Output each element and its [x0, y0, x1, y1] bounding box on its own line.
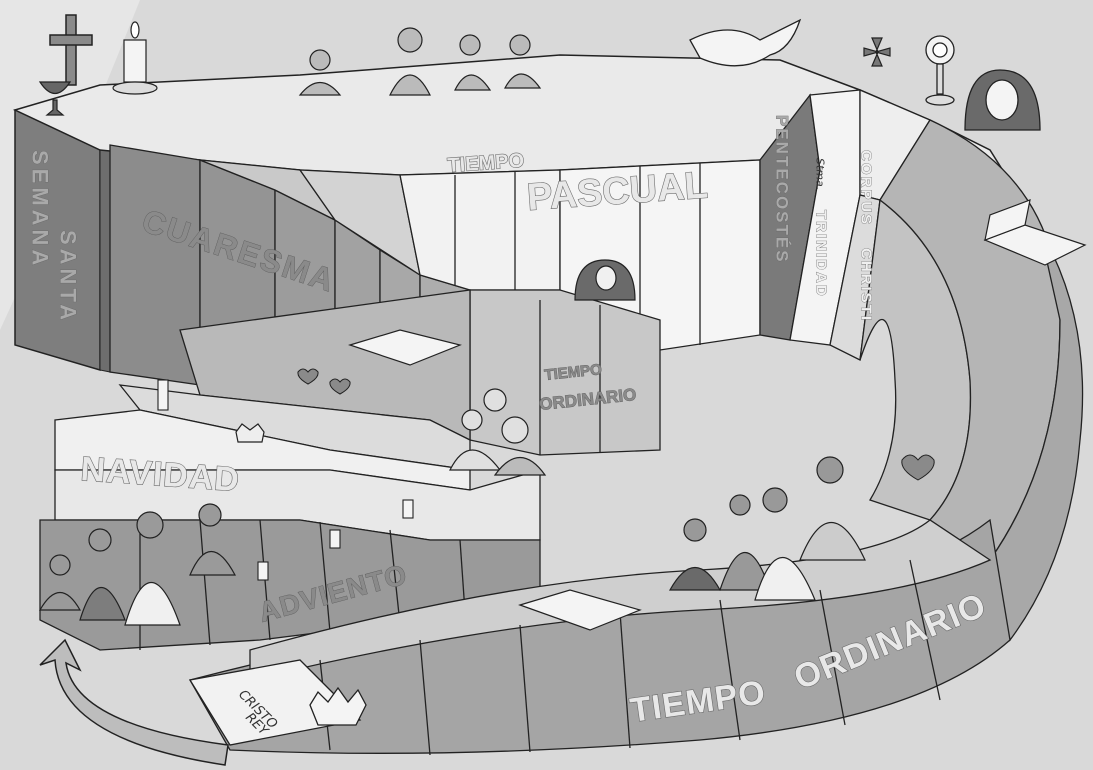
pentecostes-label: PENTECOSTÉS	[773, 115, 792, 264]
crown-icon	[310, 688, 366, 725]
svg-text:SEMANA: SEMANA	[28, 150, 53, 269]
svg-text:TRINIDAD: TRINIDAD	[813, 210, 830, 298]
monstrance-icon	[926, 36, 954, 105]
svg-text:CORPUS: CORPUS	[858, 150, 875, 226]
small-cross-icon	[864, 38, 890, 66]
svg-text:SANTA: SANTA	[56, 230, 81, 324]
cycle-arrow-icon	[40, 640, 228, 765]
svg-text:CHRISTI: CHRISTI	[858, 248, 875, 322]
jesus-figure	[965, 70, 1040, 130]
dove-icon	[690, 20, 800, 66]
svg-text:Stma.: Stma.	[814, 158, 827, 190]
